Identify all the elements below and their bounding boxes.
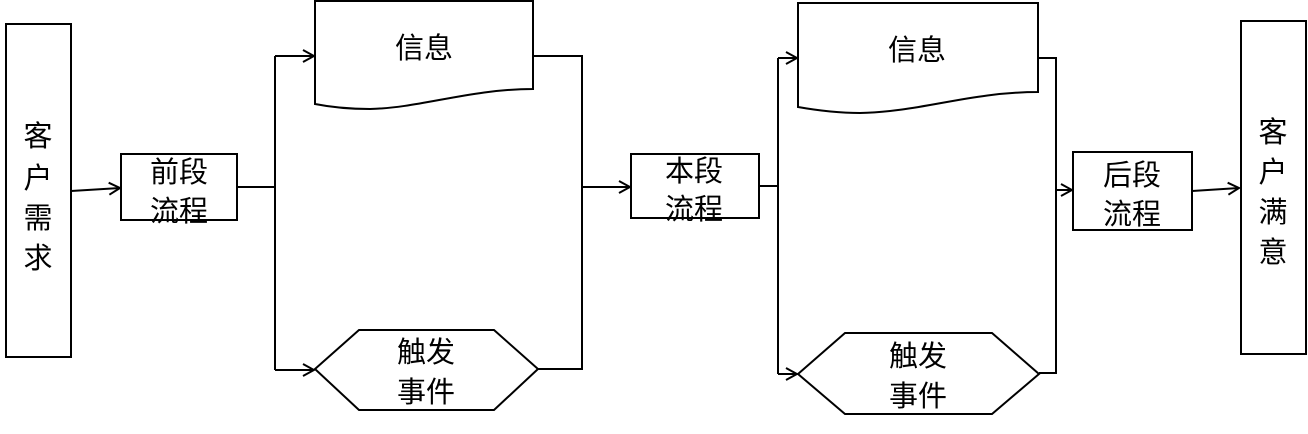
info-1-label: 信息 [395,31,453,65]
trigger-event-1: 触发 事件 [313,329,540,411]
arrow-to-satisfaction [1191,188,1239,191]
front-process-label: 前段 [150,155,208,189]
info-document-2: 信息 [797,2,1039,115]
customer-satisfaction-box: 客 户 满 意 [1240,20,1307,355]
back-process-box: 后段 流程 [1072,151,1193,231]
customer-demand-char: 客 [23,119,52,153]
info-document-1: 信息 [314,0,534,111]
customer-demand-char: 需 [23,201,52,235]
current-process-label: 流程 [665,192,723,226]
trigger-1-label: 触发 [397,335,455,369]
trigger-2-label: 触发 [889,339,947,373]
customer-satisfaction-char: 意 [1258,235,1287,269]
current-process-box: 本段 流程 [630,153,760,226]
customer-demand-char: 户 [23,161,52,195]
trigger-event-2: 触发 事件 [796,332,1041,415]
arrow-demand-to-front [70,188,120,191]
info-2-label: 信息 [888,33,946,67]
trigger-1-label: 事件 [397,375,455,409]
current-process-label: 本段 [665,154,723,188]
front-process-label: 流程 [150,194,208,228]
trigger-2-label: 事件 [889,379,947,413]
customer-satisfaction-char: 满 [1258,195,1287,229]
connector [533,55,583,370]
customer-demand-char: 求 [23,241,52,275]
customer-satisfaction-char: 客 [1258,115,1287,149]
back-process-label: 后段 [1103,158,1161,192]
back-process-label: 流程 [1103,197,1161,231]
connector [1038,57,1057,374]
front-process-box: 前段 流程 [120,153,238,228]
customer-demand-box: 客 户 需 求 [5,23,72,358]
customer-satisfaction-char: 户 [1258,155,1287,189]
